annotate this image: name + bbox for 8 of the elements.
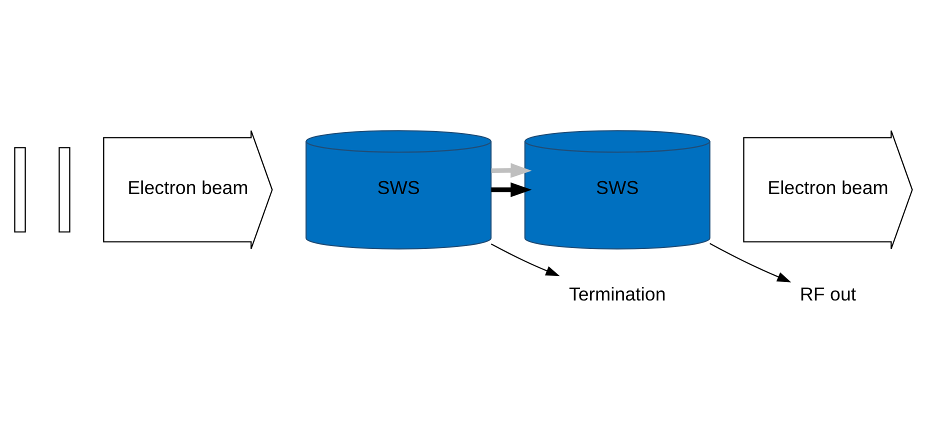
arrow [490, 182, 532, 198]
arrow [490, 244, 560, 276]
arrow [709, 242, 791, 282]
node-text: RF out [799, 284, 856, 305]
node-bar [14, 147, 26, 232]
node-bar [58, 147, 70, 232]
arrow [490, 163, 532, 178]
node-text: Termination [568, 284, 666, 305]
